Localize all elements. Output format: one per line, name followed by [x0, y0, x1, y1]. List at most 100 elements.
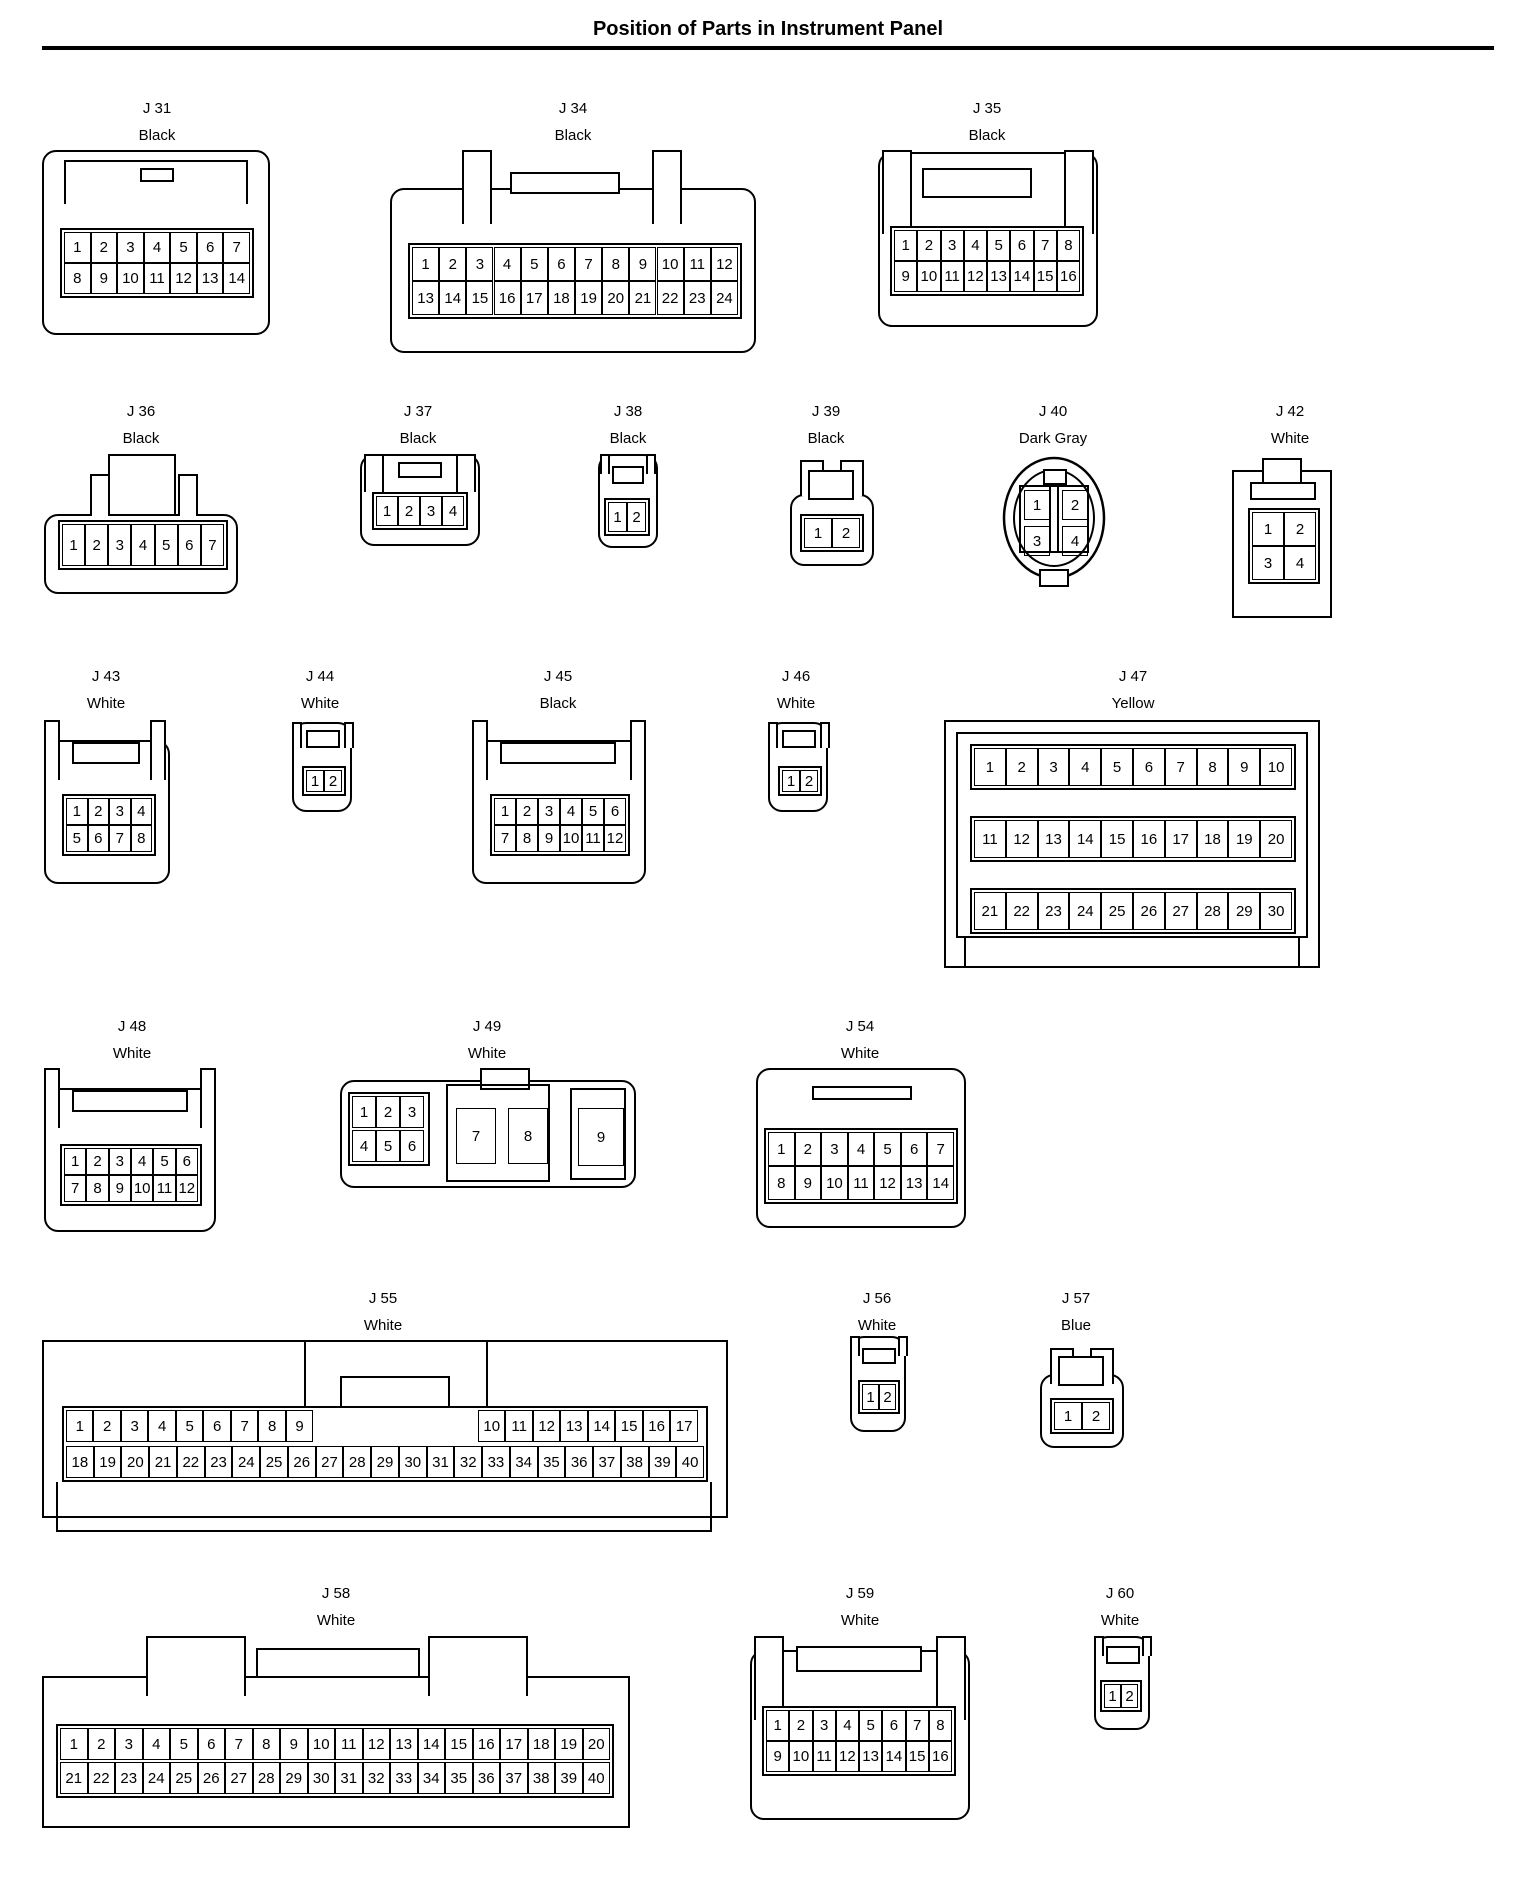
- pin-cell: 39: [648, 1446, 677, 1478]
- connector-ridge: [936, 1636, 966, 1720]
- pin-cell: 11: [812, 1741, 836, 1772]
- pin-cell: 4: [131, 1148, 154, 1175]
- pin-cell: 9: [538, 825, 560, 852]
- pin-cell: 40: [676, 1446, 704, 1478]
- pin-cell: 2: [93, 1410, 121, 1442]
- pin-cell: 10: [131, 1175, 154, 1202]
- connector-latch: [812, 1086, 912, 1100]
- pin-cell: 16: [1056, 261, 1080, 292]
- pin-cell: 12: [170, 263, 197, 294]
- pin-cell: 1: [306, 770, 324, 792]
- pin-cell: 12: [175, 1175, 198, 1202]
- pin-cell: 29: [1228, 892, 1261, 930]
- connector-color: White: [300, 695, 340, 712]
- pin-cell: 15: [445, 1728, 473, 1760]
- pin-cell: 2: [516, 798, 538, 825]
- pin-cell: 10: [917, 261, 941, 292]
- pin-cell: 6: [1010, 230, 1034, 261]
- connector-code: J 48: [117, 1018, 147, 1035]
- pin-cell: 36: [565, 1446, 594, 1478]
- pin-cell: 15: [466, 281, 494, 315]
- connector-ridge: [200, 1068, 216, 1128]
- connector-ridge: [44, 1068, 60, 1128]
- pin-cell: 2: [917, 230, 941, 261]
- connector-color: White: [776, 695, 816, 712]
- pin-cell: 28: [252, 1762, 280, 1794]
- pin-cell: 3: [109, 798, 131, 825]
- connector-code: J 56: [862, 1290, 892, 1307]
- page-title: Position of Parts in Instrument Panel: [592, 18, 944, 40]
- connector-color: White: [316, 1612, 356, 1629]
- pin-cell: 7: [200, 524, 224, 566]
- connector-ridge: [850, 1336, 860, 1356]
- connector-color: White: [840, 1612, 880, 1629]
- pin-cell: 25: [170, 1762, 198, 1794]
- connector-code: J 54: [845, 1018, 875, 1035]
- pin-cell: 17: [520, 281, 548, 315]
- pin-cell: 2: [1062, 490, 1088, 520]
- pin-cell: 30: [398, 1446, 427, 1478]
- pin-cell: 3: [1252, 546, 1284, 580]
- pin-cell: 30: [307, 1762, 335, 1794]
- pin-cell: 24: [142, 1762, 170, 1794]
- pin-cell: 9: [766, 1741, 790, 1772]
- pin-cell: 8: [1056, 230, 1080, 261]
- pin-cell: 4: [1069, 748, 1102, 786]
- pin-cell: 8: [516, 825, 538, 852]
- connector-color: Black: [399, 430, 437, 447]
- pin-cell: 16: [472, 1728, 500, 1760]
- pin-cell: 3: [400, 1096, 424, 1128]
- pin-cell: 33: [390, 1762, 418, 1794]
- pin-cell: 16: [493, 281, 521, 315]
- pin-cell: 39: [555, 1762, 583, 1794]
- pin-cell: 31: [335, 1762, 363, 1794]
- connector-code: J 39: [811, 403, 841, 420]
- connector-color: Black: [539, 695, 577, 712]
- pin-cell: 4: [493, 247, 521, 281]
- connector-ridge: [462, 150, 492, 224]
- pin-cell: 19: [93, 1446, 122, 1478]
- pin-cell: 14: [587, 1410, 616, 1442]
- connector-latch: [72, 742, 140, 764]
- pin-cell: 5: [1101, 748, 1133, 786]
- pin-cell: 17: [670, 1410, 698, 1442]
- pin-cell: 14: [223, 263, 250, 294]
- pin-cell: 38: [527, 1762, 555, 1794]
- connector-code: J 60: [1105, 1585, 1135, 1602]
- pin-cell: 2: [879, 1384, 896, 1410]
- pin-cell: 9: [108, 1175, 131, 1202]
- connector-latch: [1058, 1356, 1104, 1386]
- connector-ridge: [652, 150, 682, 224]
- pin-cell: 20: [602, 281, 630, 315]
- connector-latch: [862, 1348, 896, 1364]
- connector-ridge: [44, 720, 60, 780]
- pin-cell: 12: [604, 825, 626, 852]
- pin-cell: 8: [928, 1710, 952, 1741]
- pin-cell: 13: [987, 261, 1011, 292]
- pin-cell: 26: [1133, 892, 1165, 930]
- pin-cell: 3: [115, 1728, 143, 1760]
- pin-cell: 10: [821, 1166, 848, 1200]
- pin-cell: 9: [629, 247, 657, 281]
- pin-cell: 11: [974, 820, 1006, 858]
- pin-cell: 7: [109, 825, 131, 852]
- pin-cell: 4: [560, 798, 582, 825]
- connector-latch: [510, 172, 620, 194]
- pin-cell: 11: [153, 1175, 176, 1202]
- pin-cell: 26: [287, 1446, 316, 1478]
- pin-cell: 23: [1037, 892, 1070, 930]
- pin-cell: 14: [882, 1741, 906, 1772]
- pin-cell: 2: [1284, 512, 1316, 546]
- pin-cell: 38: [620, 1446, 649, 1478]
- pin-cell: 32: [454, 1446, 483, 1478]
- pin-cell: 26: [197, 1762, 225, 1794]
- pin-cell: 1: [64, 232, 91, 263]
- connector-ridge: [1142, 1636, 1152, 1656]
- pin-cell: 18: [66, 1446, 94, 1478]
- pin-cell: 5: [859, 1710, 883, 1741]
- pin-cell: 6: [197, 1728, 225, 1760]
- connector-code: J 44: [305, 668, 335, 685]
- pin-cell: 3: [420, 496, 442, 526]
- pin-cell: 30: [1260, 892, 1292, 930]
- pin-cell: 2: [90, 232, 118, 263]
